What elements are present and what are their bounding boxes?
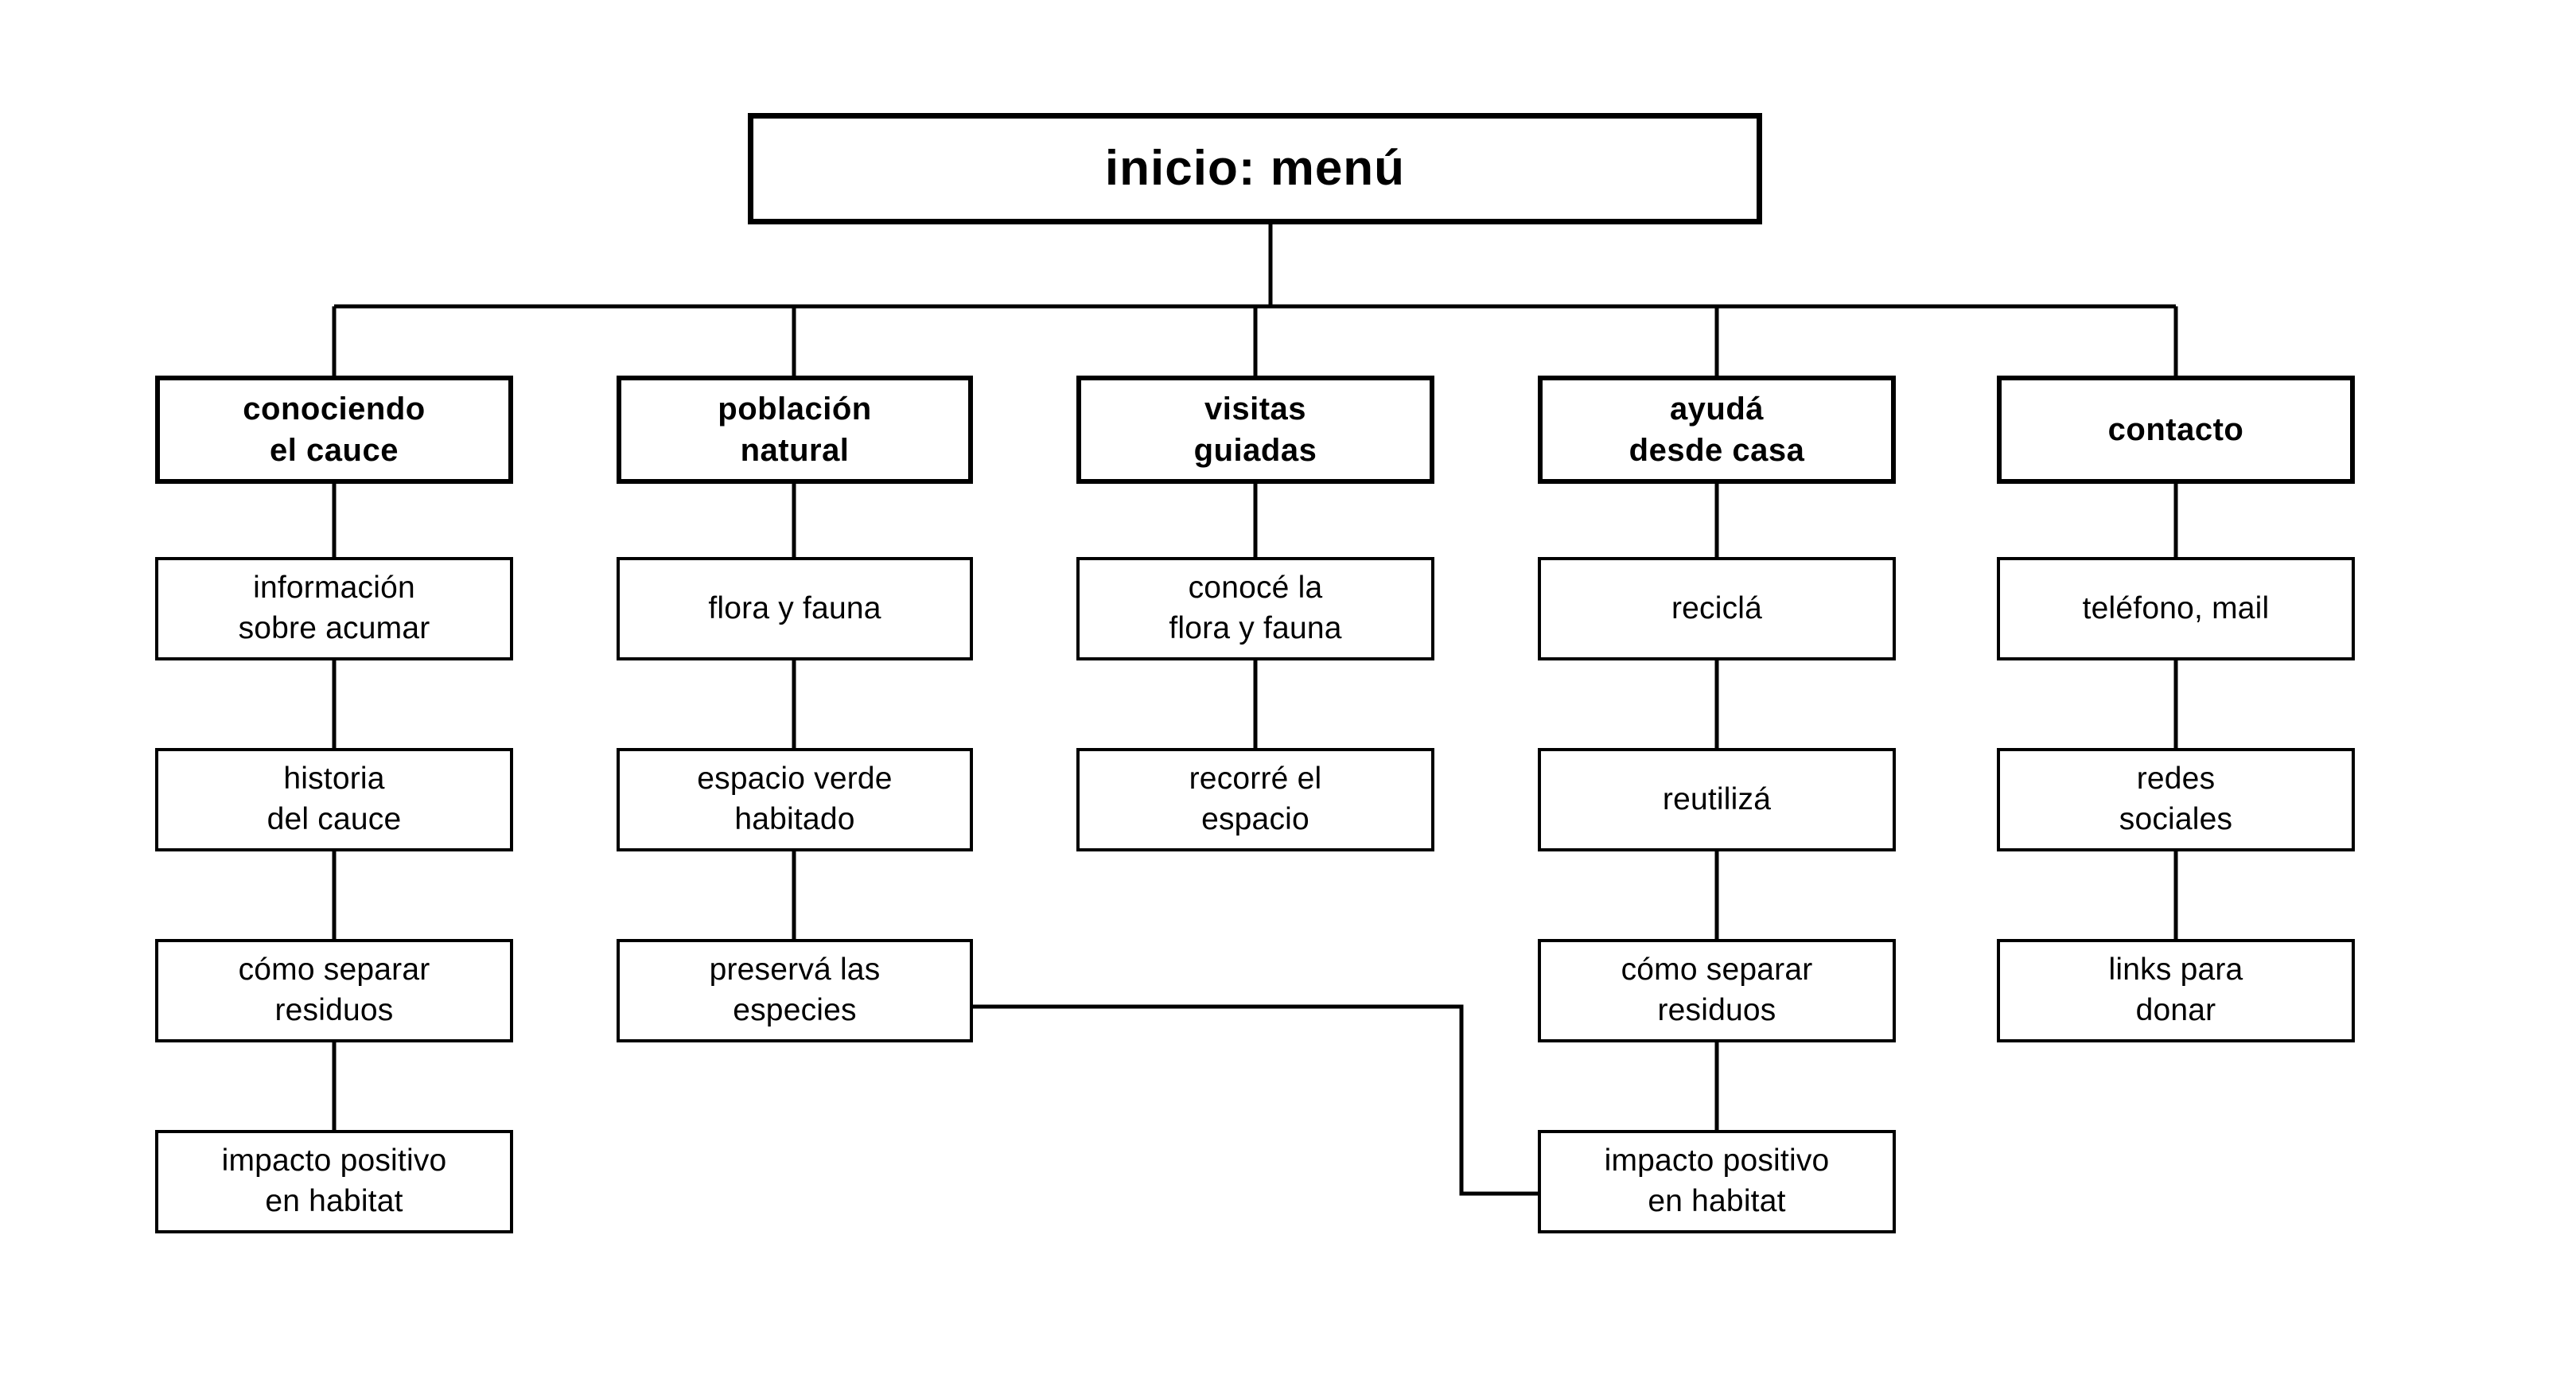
node-label: impacto positivo en habitat	[221, 1143, 447, 1218]
root-node-inicio-menu[interactable]: inicio: menú	[748, 113, 1762, 224]
page-node-impacto-positivo-en-habitat[interactable]: impacto positivo en habitat	[155, 1130, 513, 1233]
node-label: reutilizá	[1662, 781, 1772, 816]
node-label: teléfono, mail	[2082, 590, 2270, 625]
node-label: información sobre acumar	[238, 571, 430, 645]
page-node-como-separar-residuos[interactable]: cómo separar residuos	[155, 939, 513, 1042]
node-label: visitas guiadas	[1193, 392, 1317, 468]
category-node-ayuda-desde-casa[interactable]: ayudá desde casa	[1538, 376, 1896, 484]
node-label: ayudá desde casa	[1628, 392, 1805, 468]
node-label: conocé la flora y fauna	[1169, 571, 1342, 645]
page-node-reutiliza[interactable]: reutilizá	[1538, 748, 1896, 851]
node-label: redes sociales	[2119, 762, 2233, 836]
page-node-links-para-donar[interactable]: links para donar	[1997, 939, 2355, 1042]
category-node-visitas-guiadas[interactable]: visitas guiadas	[1076, 376, 1434, 484]
node-label: impacto positivo en habitat	[1604, 1143, 1830, 1218]
page-node-como-separar-residuos[interactable]: cómo separar residuos	[1538, 939, 1896, 1042]
node-label: espacio verde habitado	[697, 762, 893, 836]
page-node-flora-y-fauna[interactable]: flora y fauna	[617, 557, 973, 660]
node-label: contacto	[2107, 412, 2244, 447]
page-node-conoce-la-flora-y-fauna[interactable]: conocé la flora y fauna	[1076, 557, 1434, 660]
page-node-recorre-el-espacio[interactable]: recorré el espacio	[1076, 748, 1434, 851]
category-node-conociendo-el-cauce[interactable]: conociendo el cauce	[155, 376, 513, 484]
page-node-espacio-verde-habitado[interactable]: espacio verde habitado	[617, 748, 973, 851]
node-label: cómo separar residuos	[238, 953, 430, 1027]
page-node-impacto-positivo-en-habitat[interactable]: impacto positivo en habitat	[1538, 1130, 1896, 1233]
category-node-poblacion-natural[interactable]: población natural	[617, 376, 973, 484]
node-label: conociendo el cauce	[243, 392, 426, 468]
node-label: población natural	[718, 392, 872, 468]
page-node-telefono-mail[interactable]: teléfono, mail	[1997, 557, 2355, 660]
node-label: inicio: menú	[1104, 140, 1406, 196]
cross-link-line	[973, 1004, 1538, 1196]
node-label: preservá las especies	[709, 953, 881, 1027]
page-node-redes-sociales[interactable]: redes sociales	[1997, 748, 2355, 851]
page-node-preserva-las-especies[interactable]: preservá las especies	[617, 939, 973, 1042]
node-label: links para donar	[2108, 953, 2243, 1027]
category-node-contacto[interactable]: contacto	[1997, 376, 2355, 484]
page-node-historia-del-cauce[interactable]: historia del cauce	[155, 748, 513, 851]
page-node-informacion-sobre-acumar[interactable]: información sobre acumar	[155, 557, 513, 660]
node-label: recorré el espacio	[1189, 762, 1322, 836]
node-label: reciclá	[1671, 590, 1763, 625]
node-label: flora y fauna	[708, 590, 881, 625]
node-label: historia del cauce	[267, 762, 402, 836]
node-label: cómo separar residuos	[1621, 953, 1813, 1027]
page-node-recicla[interactable]: reciclá	[1538, 557, 1896, 660]
